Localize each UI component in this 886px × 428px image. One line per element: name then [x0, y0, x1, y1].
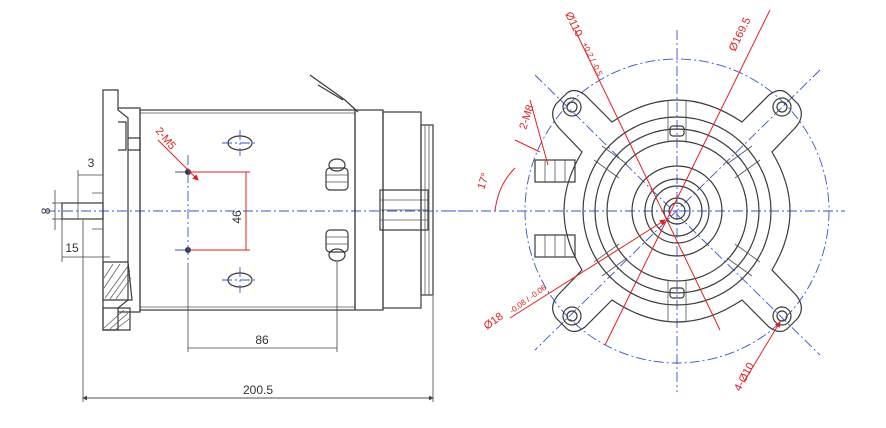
dim-shaft-dia-front-label: Ø18 — [482, 310, 506, 332]
mount-hole-tr — [772, 97, 792, 117]
dim-pilot-tol-label: +0.2 / -0.5 — [580, 41, 604, 78]
dim-mount-holes: 4-Ø10 — [732, 321, 781, 394]
dim-tapped-holes-label: 2-M5 — [153, 125, 178, 152]
body-screw-top — [222, 130, 258, 156]
mounting-flange — [92, 89, 141, 331]
dim-shaft-dia-label: 8 — [39, 207, 53, 214]
bolt-circle — [524, 58, 830, 364]
dim-bolt-circle-label: Ø169.5 — [727, 16, 754, 54]
dim-pilot-dia-label: Ø110 — [562, 10, 584, 39]
dim-hole-spacing: 46 — [190, 171, 250, 251]
spokes — [593, 100, 761, 322]
dim-shaft-flat-label: 3 — [88, 156, 95, 170]
dim-shaft-flat: 3 — [77, 156, 104, 203]
shaft — [61, 202, 104, 220]
dim-shaft-len-label: 15 — [65, 241, 79, 255]
mount-hole-br — [772, 306, 792, 326]
mount-hole-tl — [562, 97, 582, 117]
terminal-bottom — [325, 229, 349, 262]
dim-shaft-dia: 8 — [39, 190, 62, 230]
dim-bolt-circle: Ø169.5 — [604, 9, 771, 346]
pilot-ring — [631, 165, 723, 257]
dim-terminals-label: 2-M8 — [517, 103, 536, 131]
front-terminal-top — [534, 159, 576, 183]
body-screw-bottom — [222, 267, 258, 293]
dim-total-length: 200.5 — [82, 220, 434, 402]
motor-body — [139, 74, 434, 311]
mount-hole-bl — [562, 306, 582, 326]
dim-shaft-dia-front: Ø18 -0.08 / -0.06 — [482, 219, 666, 332]
dim-angle: 17° — [475, 167, 516, 212]
side-view: 46 2-M5 86 200.5 3 — [39, 74, 470, 402]
dim-shaft-tol-label: -0.08 / -0.06 — [508, 283, 549, 316]
dim-terminals: 2-M8 — [514, 99, 549, 166]
terminal-top — [325, 158, 349, 191]
dim-shaft-len: 15 — [61, 219, 110, 262]
dim-total-length-label: 200.5 — [243, 383, 273, 397]
dim-hole-offset-label: 86 — [255, 333, 269, 347]
dim-angle-label: 17° — [475, 171, 492, 191]
front-view: Ø110 +0.2 / -0.5 Ø169.5 2-M8 17° Ø18 -0.… — [445, 9, 845, 394]
dim-mount-holes-label: 4-Ø10 — [732, 361, 757, 394]
front-terminal-bottom — [534, 234, 576, 258]
dim-hole-spacing-label: 46 — [230, 210, 244, 224]
dim-hole-offset: 86 — [187, 262, 338, 352]
